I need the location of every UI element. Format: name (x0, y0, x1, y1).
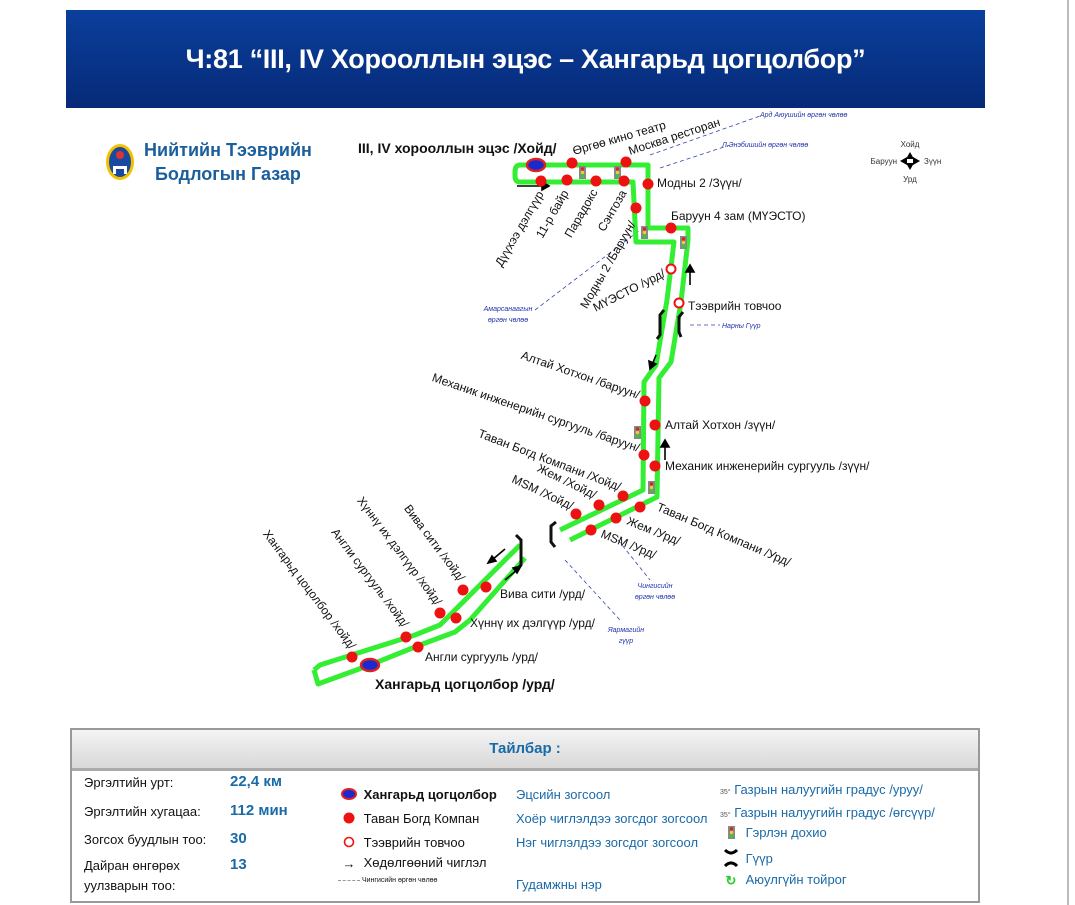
compass-north: Хойд (901, 140, 920, 149)
street-label-narny: Нарны Гүүр (722, 323, 761, 330)
street-label-amarsanaa: Амарсанаагын (483, 306, 533, 313)
legend-panel: Тайлбар : Эргэлтийн урт: 22,4 км Эргэлти… (70, 728, 980, 903)
street-label-amarsanaa-2: өргөн чөлөө (488, 317, 528, 324)
legend-right-item: Аюулгүйн тойрог (745, 872, 847, 887)
terminal-markers (359, 157, 547, 673)
transport-hub-markers (665, 263, 685, 309)
compass-west: Баруун (871, 157, 897, 166)
hub-circle-icon (338, 836, 360, 851)
terminal-label-start: III, IV хорооллын эцэс /Хойд/ (358, 140, 557, 156)
slope-down-icon: 35° (720, 789, 731, 796)
stat-value: 13 (230, 856, 247, 873)
street-label-chingis: Чингисийн (638, 582, 673, 590)
legend-right-item: Гүүр (745, 850, 773, 866)
stat-label: Эргэлтийн урт: (84, 775, 174, 790)
traffic-light-icon (720, 825, 742, 842)
stop-label: Алтай Хотхон /баруун/ (519, 348, 642, 402)
legend-right-item: Газрын налуугийн градус /уруу/ (734, 782, 923, 797)
dashed-line-icon (338, 879, 360, 881)
terminal-label-end: Хангарьд цогцолбор /урд/ (375, 676, 555, 692)
compass-south: Урд (903, 175, 917, 184)
legend-right-item: Гэрлэн дохио (745, 825, 827, 840)
street-label-chingis-2: өргөн чөлөө (635, 594, 675, 601)
stat-value: 112 мин (230, 802, 288, 819)
stop-label: Модны 2 /Зүүн/ (657, 176, 742, 190)
stop-markers (346, 156, 677, 663)
stop-label: Вива сити /урд/ (500, 587, 586, 601)
legend-right-item: Газрын налуугийн градус /өгсүүр/ (734, 805, 935, 820)
org-name-line1: Нийтийн Тээврийн (144, 140, 312, 160)
legend-symbol: Чингисийн өргөн чөлөө (361, 877, 438, 884)
legend-meaning: Хоёр чиглэлдээ зогсдог зогсоол (516, 811, 708, 826)
route-line (311, 162, 691, 687)
terminal-icon (338, 788, 360, 803)
legend-title: Тайлбар : (72, 730, 978, 771)
stop-label: Хүннү их дэлгүүр /урд/ (470, 616, 596, 630)
stat-value: 22,4 км (230, 773, 282, 790)
stat-label: Эргэлтийн хугацаа: (84, 804, 201, 819)
stop-dot-icon (338, 812, 360, 827)
page-border (1067, 0, 1069, 905)
stop-label: Механик инженерийн сургууль /зүүн/ (665, 459, 870, 473)
street-label-ard: Ард Аюушийн өргөн чөлөө (759, 111, 847, 119)
compass-icon: Хойд Урд Баруун Зүүн (871, 140, 942, 184)
stop-label: Баруун 4 зам (МҮЭСТО) (671, 209, 806, 223)
roundabout-icon: ↻ (725, 872, 737, 888)
legend-symbol: Таван Богд Компан (363, 811, 480, 826)
page-title: Ч:81 “III, IV Хорооллын эцэс – Хангарьд … (185, 43, 866, 74)
compass-east: Зүүн (924, 157, 941, 166)
stop-label: Англи сургууль /урд/ (425, 650, 539, 664)
bridge-icon (720, 848, 742, 870)
legend-meaning: Нэг чиглэлдээ зогсдог зогсоол (516, 835, 699, 850)
route-map: Хойд Урд Баруун Зүүн Ард Аюушийн өргөн ч… (260, 111, 942, 692)
stop-label: Алтай Хотхон /зүүн/ (665, 418, 776, 432)
legend-meaning: Гудамжны нэр (516, 877, 602, 892)
stat-value: 30 (230, 830, 247, 847)
stop-label: Тээврийн товчоо (688, 299, 782, 313)
stat-label: Дайран өнгөрөх уулзварын тоо: (84, 858, 180, 893)
title-banner: Ч:81 “III, IV Хорооллын эцэс – Хангарьд … (66, 10, 985, 108)
traffic-light-icons (579, 166, 687, 494)
legend-meaning: Эцсийн зогсоол (516, 787, 611, 802)
street-lines (534, 115, 761, 621)
emblem-icon (106, 144, 134, 180)
street-label-yarmag: Яармагийн (607, 626, 644, 634)
street-label-yarmag-2: гүүр (619, 638, 633, 645)
legend-symbol: Хангарьд цогцолбор (363, 787, 497, 802)
slope-up-icon: 35° (720, 812, 731, 819)
stat-label: Зогсох буудлын тоо: (84, 832, 207, 847)
legend-symbol: Хөдөлгөөний чиглэл (363, 855, 487, 870)
stop-label: Хүннү их дэлгүүр /хойд/ (354, 494, 445, 608)
street-label-enebish: Л.Энэбишийн өргөн чөлөө (721, 141, 808, 149)
organization-logo-block: Нийтийн Тээврийн Бодлогын Газар (104, 138, 312, 186)
legend-symbol: Тээврийн товчоо (363, 835, 465, 850)
arrow-right-icon: → (342, 856, 356, 872)
org-name-line2: Бодлогын Газар (154, 164, 301, 184)
